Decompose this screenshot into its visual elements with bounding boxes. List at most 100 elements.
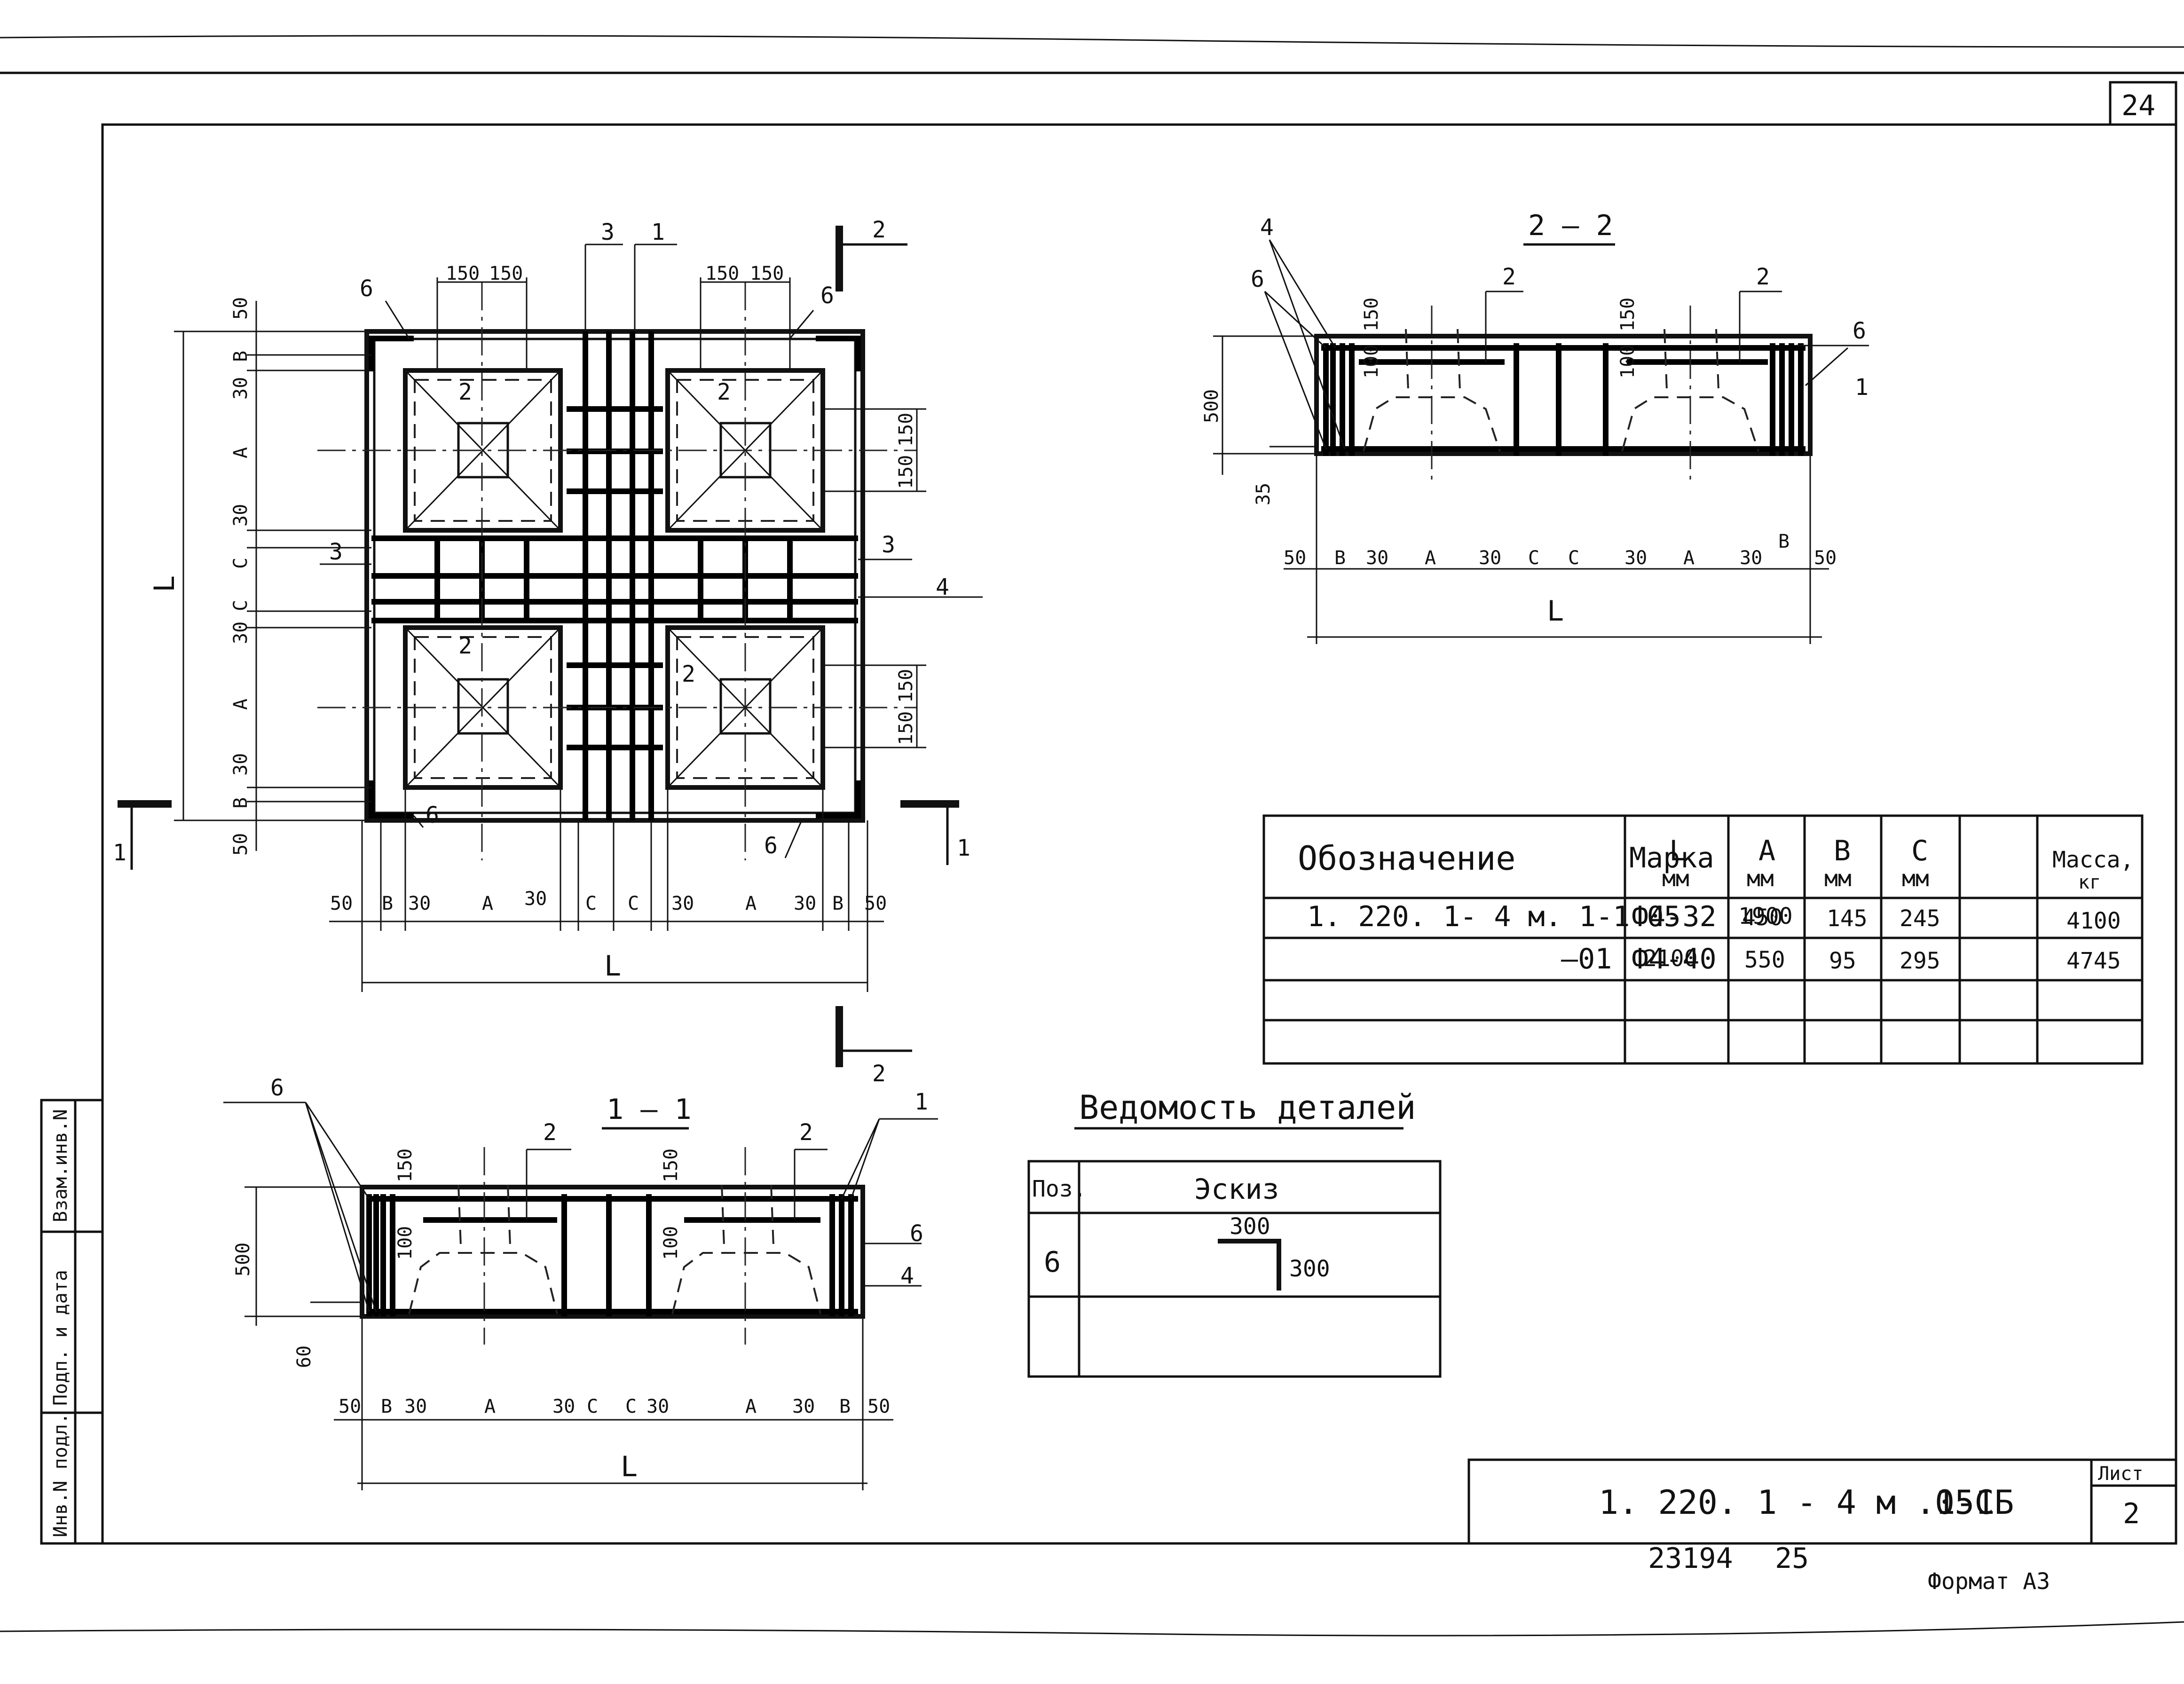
- plan-dim-left-c-2: C: [230, 600, 252, 611]
- plan-pos-4-right: 4: [936, 574, 949, 600]
- s11-dim-30-1: 30: [404, 1396, 427, 1417]
- plan-cut-markers: 1 1 2 2: [113, 217, 970, 1087]
- title-doc-code: 1. 220. 1 - 4 м .1-1: [1599, 1483, 1995, 1522]
- spec-row1-c: 245: [1900, 905, 1940, 932]
- plan-dim-bottom-a-right: A: [745, 893, 757, 914]
- s22-dim-100-left: 100: [1361, 345, 1382, 378]
- details-header-pos: Поз.: [1032, 1176, 1087, 1202]
- plan-view: 50 B 30 A 30 C C 30 A 30 B 50 L 150 150 …: [113, 217, 983, 1087]
- stamp-replace-inv: Взам.инв.N: [50, 1109, 71, 1222]
- plan-pos-3-right: 3: [882, 532, 895, 558]
- plan-pos-1-top: 1: [651, 219, 665, 245]
- title-sheet-number: 2: [2123, 1497, 2140, 1530]
- spec-header-a: А: [1758, 834, 1775, 867]
- side-stamp: Взам.инв.N Подп. и дата Инв.N подл.: [40, 1099, 104, 1545]
- stamp-inv-original: Инв.N подл.: [50, 1413, 71, 1537]
- s22-pos-1-right: 1: [1855, 374, 1869, 401]
- details-title: Ведомость деталей: [1079, 1088, 1416, 1127]
- spec-row2-c: 295: [1900, 948, 1940, 974]
- details-table: Ведомость деталей Поз. Эскиз 6 300 300: [1027, 1088, 1442, 1378]
- section-2-2-title: 2 — 2: [1528, 209, 1613, 242]
- spec-row2-l: 2100: [1643, 945, 1698, 972]
- plan-dim-top-150-2: 150: [489, 263, 523, 284]
- section-1-1-title: 1 — 1: [607, 1093, 692, 1126]
- plan-dim-left-b-top: B: [230, 351, 252, 362]
- spec-row1-b: 145: [1827, 905, 1868, 932]
- s11-dim-100-left: 100: [394, 1226, 416, 1260]
- s22-dim-30-3: 30: [1624, 547, 1647, 569]
- plan-pos-2-tr: 2: [717, 379, 731, 405]
- plan-left-dimensions: 50 B 30 A 30 C C 30 A 30 B 50 L: [148, 297, 371, 856]
- spec-row2-designation: —01: [1561, 943, 1612, 976]
- plan-top-dimensions: 150 150 150 150: [436, 263, 791, 371]
- plan-dim-left-l: L: [148, 575, 181, 592]
- spec-row1-mark: Ф4-32: [1632, 900, 1717, 933]
- plan-dim-top-150-4: 150: [750, 263, 784, 284]
- plan-pos-2-bl: 2: [458, 633, 472, 659]
- plan-right-dimensions: 150 150 150 150: [823, 408, 926, 748]
- spec-header-b-unit: мм: [1824, 866, 1852, 892]
- details-row1-sketch-angle: [1218, 1239, 1281, 1291]
- s11-dim-50-right: 50: [867, 1396, 890, 1417]
- plan-pos-6-top-left: 6: [360, 275, 373, 302]
- plan-dim-left-a-bottom: A: [230, 699, 252, 710]
- spec-header-mass-unit: кг: [2078, 872, 2101, 893]
- plan-dim-bottom-c-1: C: [585, 893, 597, 914]
- plan-dim-right-150-2: 150: [895, 455, 917, 489]
- spec-row1-mass: 4100: [2066, 908, 2121, 934]
- plan-dim-left-c-1: C: [230, 558, 252, 569]
- plan-bottom-dimensions: 50 B 30 A 30 C C 30 A 30 B 50 L: [329, 790, 887, 992]
- plan-dim-left-a-top: A: [230, 447, 252, 458]
- spec-header-l: L: [1669, 834, 1686, 867]
- s22-dim-b-left: B: [1334, 547, 1346, 569]
- s22-dim-500: 500: [1201, 389, 1222, 423]
- plan-dim-right-150-4: 150: [895, 711, 917, 745]
- spec-row2-a: 550: [1744, 947, 1785, 973]
- s22-pos-6-right: 6: [1853, 318, 1866, 344]
- s22-pos-2-left: 2: [1502, 264, 1516, 290]
- spec-header-c: С: [1911, 834, 1928, 867]
- spec-row2-b: 95: [1829, 948, 1856, 974]
- plan-dim-bottom-b-right: B: [832, 893, 844, 914]
- s22-dim-30-4: 30: [1740, 547, 1762, 569]
- sheet-trim-lines: [0, 35, 2184, 1637]
- details-row1-dim-h: 300: [1230, 1213, 1270, 1240]
- plan-dim-left-30-1: 30: [230, 377, 252, 400]
- cut-2-bottom: 2: [872, 1061, 886, 1087]
- s22-dim-a-right: A: [1683, 547, 1695, 569]
- s22-dim-30-1: 30: [1366, 547, 1388, 569]
- s11-dim-l: L: [621, 1450, 638, 1483]
- plan-pos-6-bottom-right: 6: [764, 833, 778, 859]
- plan-dim-bottom-l: L: [604, 950, 621, 983]
- plan-dim-right-150-3: 150: [895, 669, 917, 703]
- spec-header-mark: Марка: [1629, 842, 1714, 874]
- section-2-2: 2 — 2 500 35 150 100 150 100: [1201, 209, 1869, 644]
- s22-dim-100-right: 100: [1617, 345, 1639, 378]
- s22-dim-b-right: B: [1778, 531, 1790, 552]
- cut-1-right: 1: [957, 835, 970, 861]
- plan-dim-bottom-30-2: 30: [524, 888, 547, 910]
- archive-number: 23194: [1648, 1542, 1733, 1575]
- s11-dim-150-left: 150: [394, 1149, 416, 1182]
- s22-dim-c-2: C: [1568, 547, 1579, 569]
- s11-dim-30-4: 30: [792, 1396, 815, 1417]
- spec-table: Обозначение Марка L мм А мм В мм С мм Ма…: [1262, 814, 2144, 1065]
- s11-dim-b-right: B: [839, 1396, 851, 1417]
- s11-dim-c-1: C: [587, 1396, 598, 1417]
- spec-header-b: В: [1834, 834, 1851, 867]
- sheet-format: Формат А3: [1928, 1568, 2050, 1595]
- plan-pos-2-br: 2: [682, 661, 695, 687]
- cut-1-left: 1: [113, 840, 126, 866]
- s11-pos-2-right: 2: [799, 1119, 813, 1146]
- s11-pos-6: 6: [270, 1075, 284, 1101]
- s11-dim-c-2: C: [625, 1396, 637, 1417]
- spec-row1-l: 1900: [1738, 903, 1793, 929]
- plan-dim-bottom-30-4: 30: [794, 893, 816, 914]
- corner-number: 24: [2121, 89, 2155, 122]
- plan-dim-left-30-3: 30: [230, 622, 252, 644]
- plan-dim-bottom-50-left: 50: [330, 893, 353, 914]
- s11-dim-b-left: B: [381, 1396, 392, 1417]
- spec-header-a-unit: мм: [1747, 866, 1774, 892]
- plan-dim-bottom-b-left: B: [382, 893, 393, 914]
- s22-dim-30-2: 30: [1479, 547, 1501, 569]
